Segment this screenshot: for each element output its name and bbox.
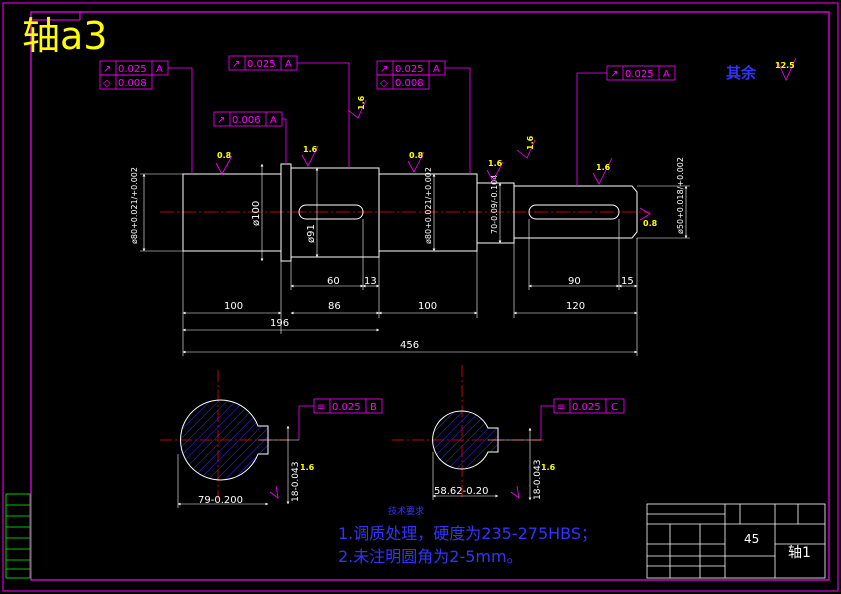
tol-2-symbol: ↗ xyxy=(232,59,240,70)
tolerance-frames xyxy=(99,55,676,440)
ra-7: 1.6 xyxy=(526,135,535,150)
tol-6-symbol: ≡ xyxy=(317,402,325,413)
ra-remaining-value: 12.5 xyxy=(775,61,795,70)
ra-6: 1.6 xyxy=(357,95,366,110)
dim-d50: ø50+0.018/+0.002 xyxy=(676,157,685,234)
ra-10: 1.6 xyxy=(541,463,556,472)
tol-2-datum: A xyxy=(285,59,292,70)
tol-4-datum: A xyxy=(433,64,440,75)
tol-3-datum: A xyxy=(270,115,277,126)
tol-3-value: 0.006 xyxy=(232,115,261,126)
tol-4b-symbol: ◇ xyxy=(380,78,388,89)
ra-3: 0.8 xyxy=(409,151,424,160)
ra-9: 1.6 xyxy=(300,463,315,472)
section-view-1: 79-0.200 18-0.043 xyxy=(160,370,301,508)
ra-5: 1.6 xyxy=(596,163,611,172)
tol-1-value: 0.025 xyxy=(118,64,147,75)
tol-1-datum: A xyxy=(156,64,163,75)
tol-6-value: 0.025 xyxy=(332,402,361,413)
tol-7-value: 0.025 xyxy=(572,402,601,413)
material-label: 45 xyxy=(744,532,760,546)
dim-120: 120 xyxy=(566,301,585,312)
tol-4b-value: 0.008 xyxy=(395,78,424,89)
keyway-left xyxy=(298,204,364,220)
dim-100-b: 100 xyxy=(418,301,437,312)
dim-90: 90 xyxy=(568,276,581,287)
tol-6-datum: B xyxy=(370,402,377,413)
shaft-outline xyxy=(182,163,638,262)
sec1-width: 79-0.200 xyxy=(198,495,243,506)
dim-d91: ø91 xyxy=(306,224,317,243)
tol-5-symbol: ↗ xyxy=(610,69,618,80)
tol-3-symbol: ↗ xyxy=(217,115,225,126)
keyway-right xyxy=(528,204,620,220)
tol-1b-symbol: ◇ xyxy=(103,78,111,89)
note-2: 2.未注明圆角为2-5mm。 xyxy=(338,547,523,566)
tol-2-value: 0.025 xyxy=(247,59,276,70)
dim-60: 60 xyxy=(327,276,340,287)
sec2-key: 18-0.043 xyxy=(533,460,543,500)
dim-d70: 70-0.09/-0.104 xyxy=(490,175,499,234)
tol-1b-value: 0.008 xyxy=(118,78,147,89)
tol-5-value: 0.025 xyxy=(625,69,654,80)
dim-456: 456 xyxy=(400,340,419,351)
margin-blocks xyxy=(5,493,31,579)
roughness-marks xyxy=(215,57,797,499)
ra-1: 0.8 xyxy=(217,151,232,160)
dim-100-a: 100 xyxy=(224,301,243,312)
notes-heading: 技术要求 xyxy=(388,507,425,517)
dim-d100: ø100 xyxy=(251,201,262,226)
ra-8: 0.8 xyxy=(643,219,658,228)
tol-5-datum: A xyxy=(663,69,670,80)
tol-7-datum: C xyxy=(611,402,618,413)
ra-2: 1.6 xyxy=(303,145,318,154)
sec1-key: 18-0.043 xyxy=(291,462,301,502)
sec2-width: 58.62-0.20 xyxy=(434,486,489,497)
tol-4-symbol: ↗ xyxy=(380,64,388,75)
dim-d80-right: ø80+0.021/+0.002 xyxy=(424,167,433,244)
tol-1-symbol: ↗ xyxy=(103,64,111,75)
part-name-label: 轴1 xyxy=(788,545,811,561)
dim-13: 13 xyxy=(364,276,377,287)
length-dimensions xyxy=(182,219,638,356)
tol-4-value: 0.025 xyxy=(395,64,424,75)
roughness-remaining-label: 其余 xyxy=(726,64,757,82)
dim-86: 86 xyxy=(328,301,341,312)
ra-4: 1.6 xyxy=(488,159,503,168)
drawing-title: 轴a3 xyxy=(22,14,108,58)
dim-196: 196 xyxy=(270,318,289,329)
note-1: 1.调质处理，硬度为235-275HBS； xyxy=(338,524,598,543)
dim-d80-left: ø80+0.021/+0.002 xyxy=(130,167,139,244)
title-block xyxy=(646,503,826,579)
tol-7-symbol: ≡ xyxy=(557,402,565,413)
dim-15: 15 xyxy=(621,276,634,287)
section-view-2: 58.62-0.20 18-0.043 xyxy=(392,365,545,501)
diameter-dimensions xyxy=(140,163,690,262)
